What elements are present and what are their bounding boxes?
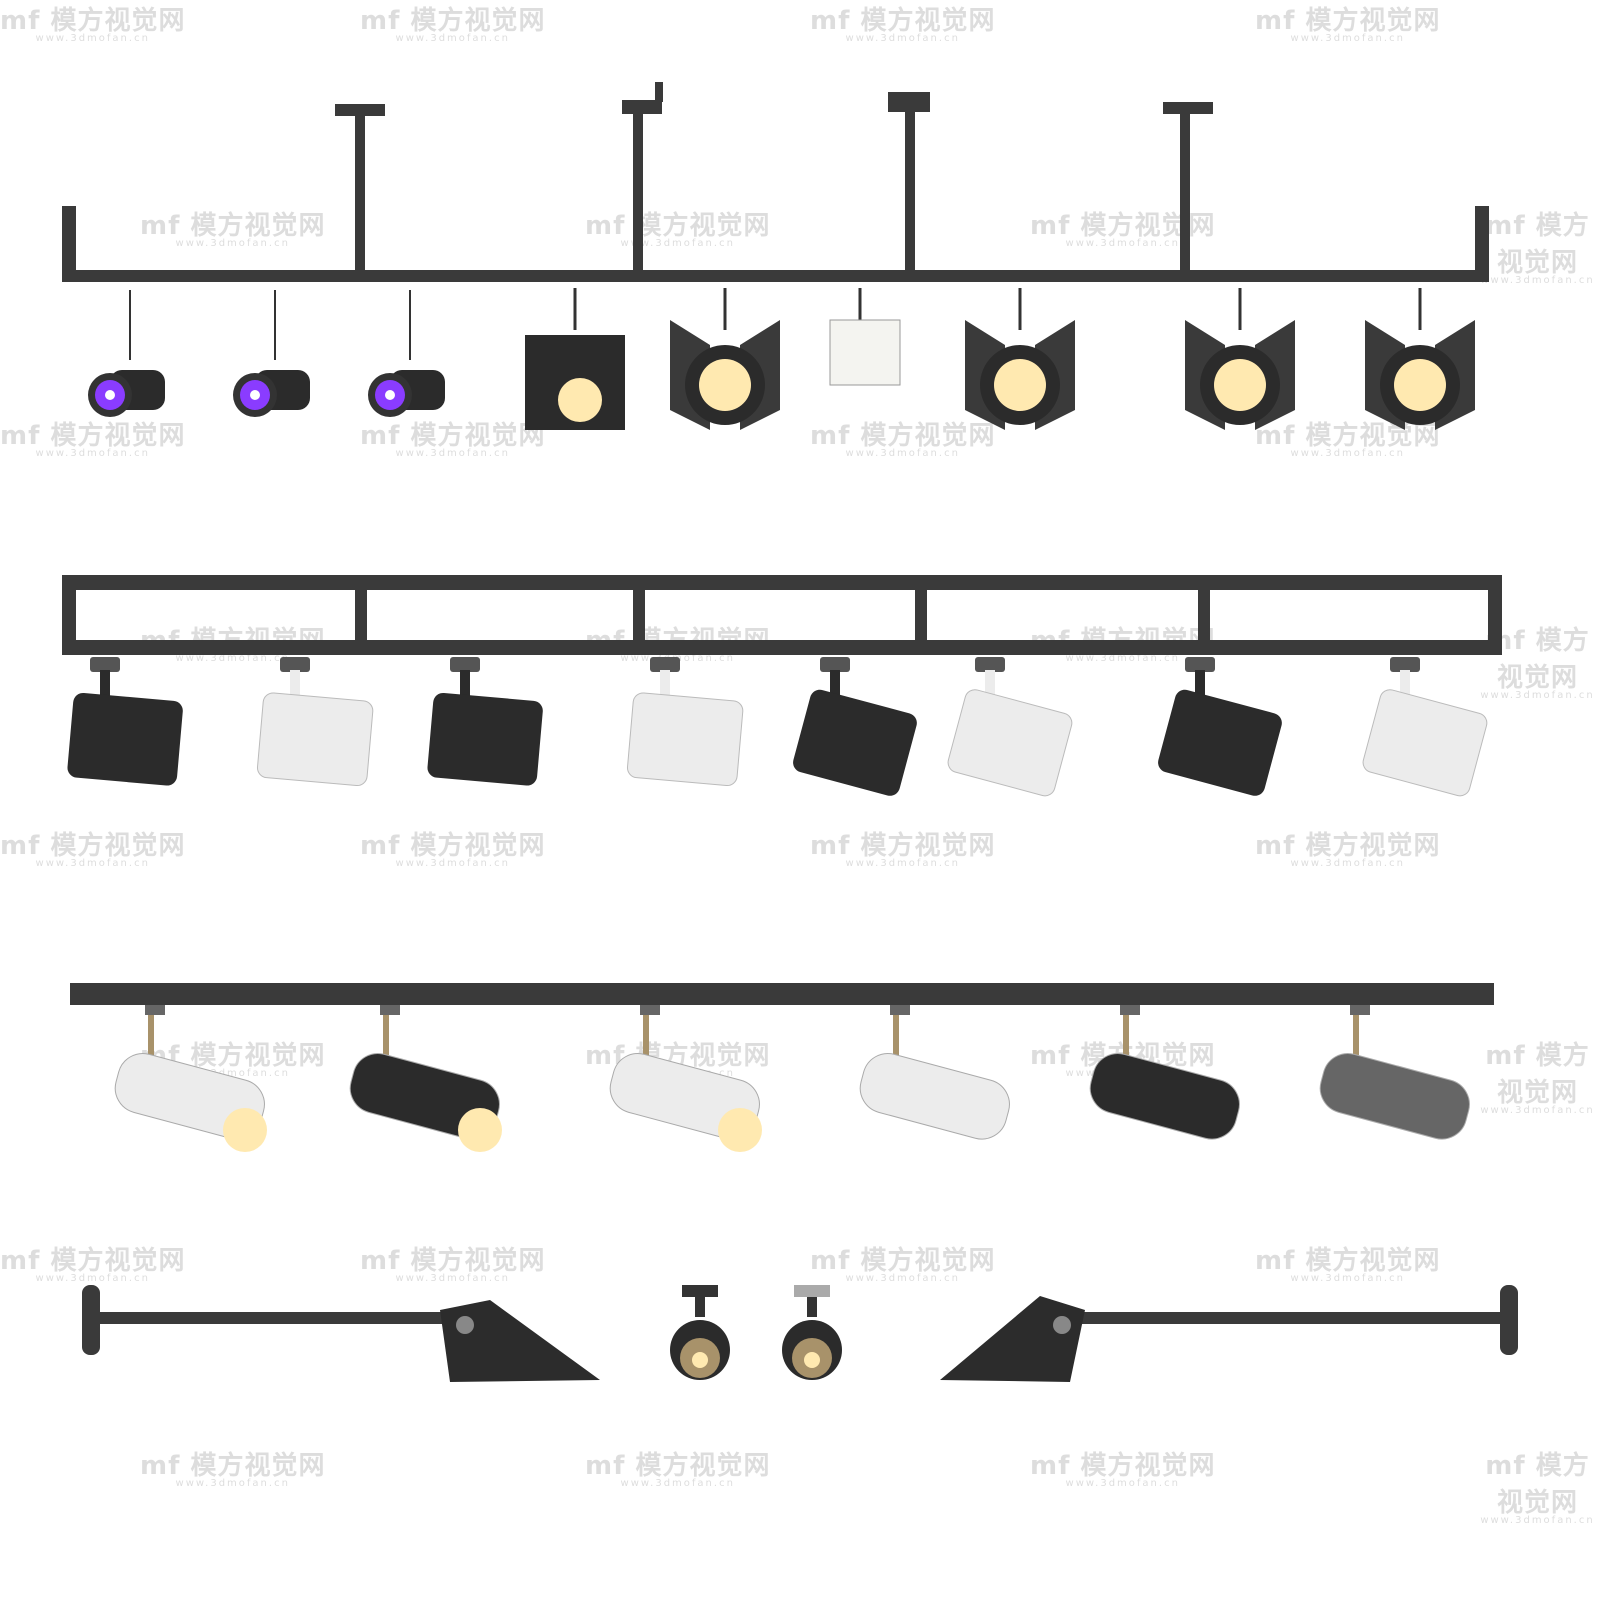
frame-rail-row2 [62,575,1502,655]
rails [62,82,1518,1382]
white-track-spotlight [626,657,744,787]
track-cylinder-spotlight [1089,1005,1240,1140]
ceiling-spot [670,1285,730,1380]
ceiling-spot [782,1285,842,1380]
barn-door-spotlight [670,288,780,430]
black-track-spotlight [793,657,917,796]
track-cylinder-spotlight [114,1005,267,1152]
uv-spotlight [88,290,165,417]
uv-spotlight [233,290,310,417]
track-cylinder-spotlight [1319,1005,1470,1140]
box-spotlight [525,288,625,430]
black-track-spotlight [1158,657,1282,796]
light-fixtures [67,288,1488,1380]
wall-arm-right [940,1285,1518,1382]
uv-spotlight [368,290,445,417]
black-track-spotlight [427,657,543,786]
track-cylinder-spotlight [859,1005,1010,1140]
black-track-spotlight [67,657,183,786]
barn-door-spotlight [965,288,1075,430]
barn-door-spotlight [1185,288,1295,430]
white-track-spotlight [1362,657,1488,797]
track-cylinder-spotlight [609,1005,762,1152]
barn-door-spotlight [1365,288,1475,430]
white-track-spotlight [947,657,1073,797]
white-track-spotlight [256,657,374,787]
track-rail-row3 [70,983,1494,1005]
panel-light [829,288,901,386]
track-cylinder-spotlight [349,1005,502,1152]
wall-arm-left [82,1285,600,1382]
ceiling-rail-row1 [62,82,1489,282]
